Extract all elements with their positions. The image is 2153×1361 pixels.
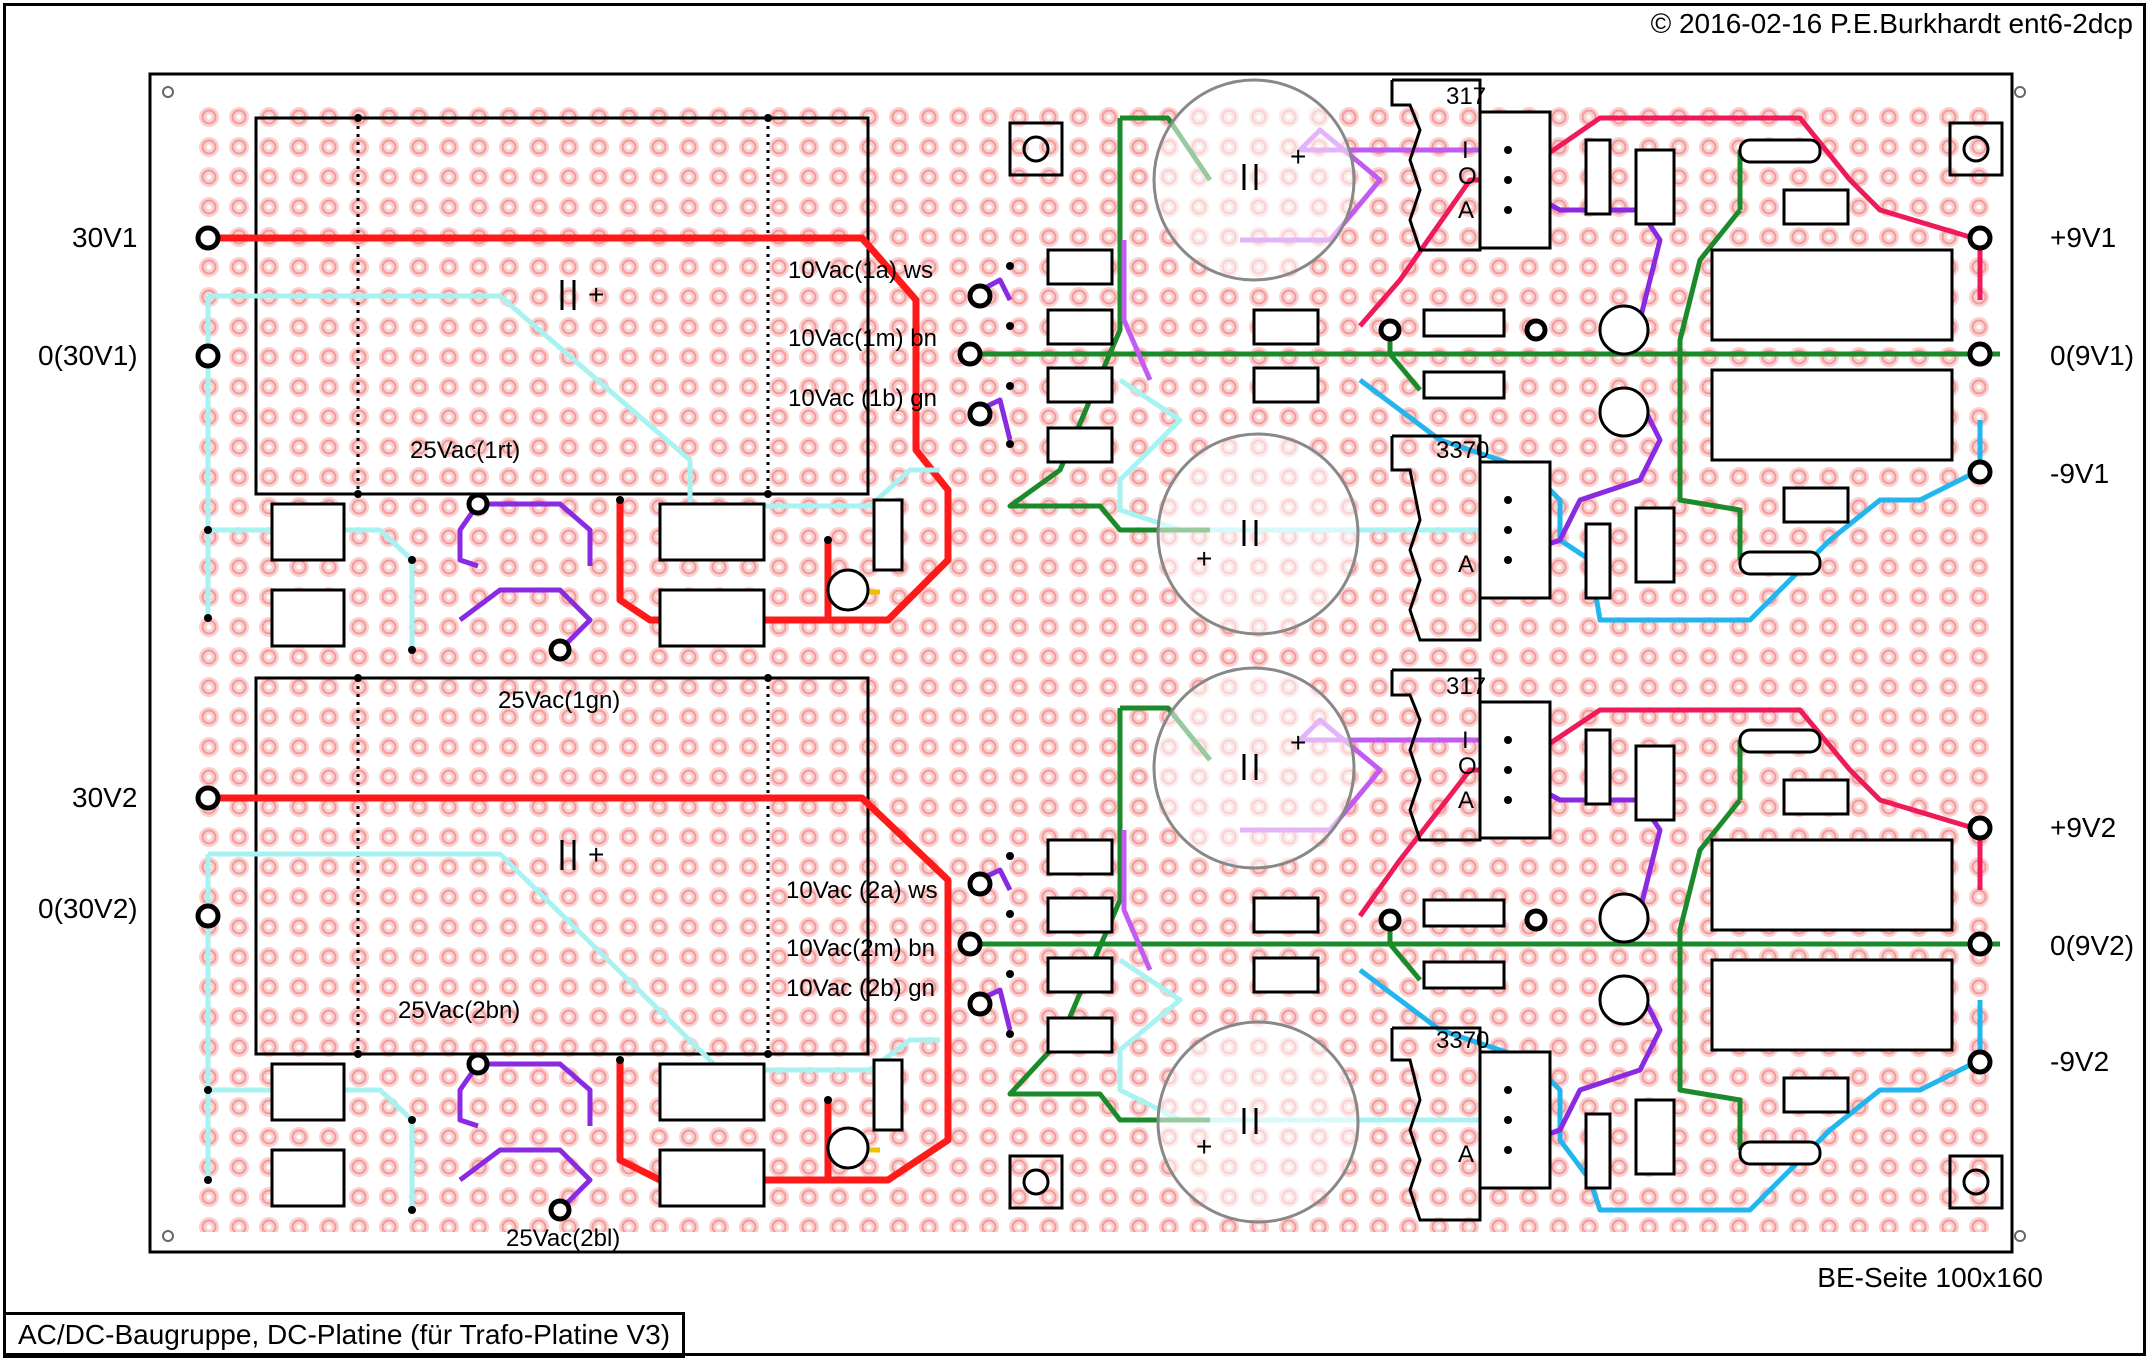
svg-text:+: + [1196,543,1212,574]
mounting-holes [1008,121,2004,1210]
heatsinks [1390,78,1482,1222]
electrolytic-circles [1152,78,1360,1224]
label-0-30v2: 0(30V2) [38,893,138,924]
pin-a-2: A [1458,551,1474,578]
label-ac-1m: 10Vac(1m) bn [788,325,937,352]
label-ac-1a: 10Vac(1a) ws [788,257,933,284]
label-0-9v2: 0(9V2) [2050,930,2135,961]
svg-text:+: + [588,839,604,870]
title-box: AC/DC-Baugruppe, DC-Platine (für Trafo-P… [3,1312,685,1358]
label-m9v2: -9V2 [2050,1046,2110,1077]
reg-317-top: 317 [1446,83,1486,110]
label-30v1: 30V1 [72,222,138,253]
label-0-9v1: 0(9V1) [2050,340,2135,371]
cap-symbols [560,280,576,870]
label-p9v1: +9V1 [2050,222,2117,253]
reg-3370-top: 3370 [1436,437,1489,464]
label-ac-2a: 10Vac (2a) ws [786,877,938,904]
reg-3370-bottom: 3370 [1436,1027,1489,1054]
label-25vac-2bn: 25Vac(2bn) [398,997,520,1024]
pin-i-3: I [1462,727,1469,754]
svg-text:+: + [588,279,604,310]
pin-a-3: A [1458,787,1474,814]
terminal-pads [195,225,1993,1222]
label-p9v2: +9V2 [2050,812,2117,843]
bulk-capacitors [254,116,870,1056]
trace-red [204,234,952,1184]
label-ac-1b: 10Vac (1b) gn [788,385,937,412]
components [270,110,1954,1208]
reg-317-bottom: 317 [1446,673,1486,700]
pin-o-1: O [1458,163,1477,190]
label-25vac-1gn: 25Vac(1gn) [498,687,620,714]
svg-text:+: + [1290,141,1306,172]
trace-pink [1357,115,1983,918]
label-m9v1: -9V1 [2050,458,2110,489]
board-label: BE-Seite 100x160 [1817,1262,2043,1293]
drawing-frame [3,3,2146,1356]
lead-dots [204,114,1512,1214]
pin-a-4: A [1458,1141,1474,1168]
pin-o-3: O [1458,753,1477,780]
svg-text:+: + [1290,727,1306,758]
label-0-30v1: 0(30V1) [38,340,138,371]
label-30v2: 30V2 [72,782,138,813]
copyright-note: © 2016-02-16 P.E.Burkhardt ent6-2dcp [1650,8,2133,39]
label-ac-2m: 10Vac(2m) bn [786,935,935,962]
pin-a-1: A [1458,197,1474,224]
label-25vac-2bl: 25Vac(2bl) [506,1225,620,1252]
label-ac-2b: 10Vac (2b) gn [786,975,935,1002]
pin-i-1: I [1462,137,1469,164]
label-25vac-1rt: 25Vac(1rt) [410,437,520,464]
svg-text:+: + [1196,1131,1212,1162]
